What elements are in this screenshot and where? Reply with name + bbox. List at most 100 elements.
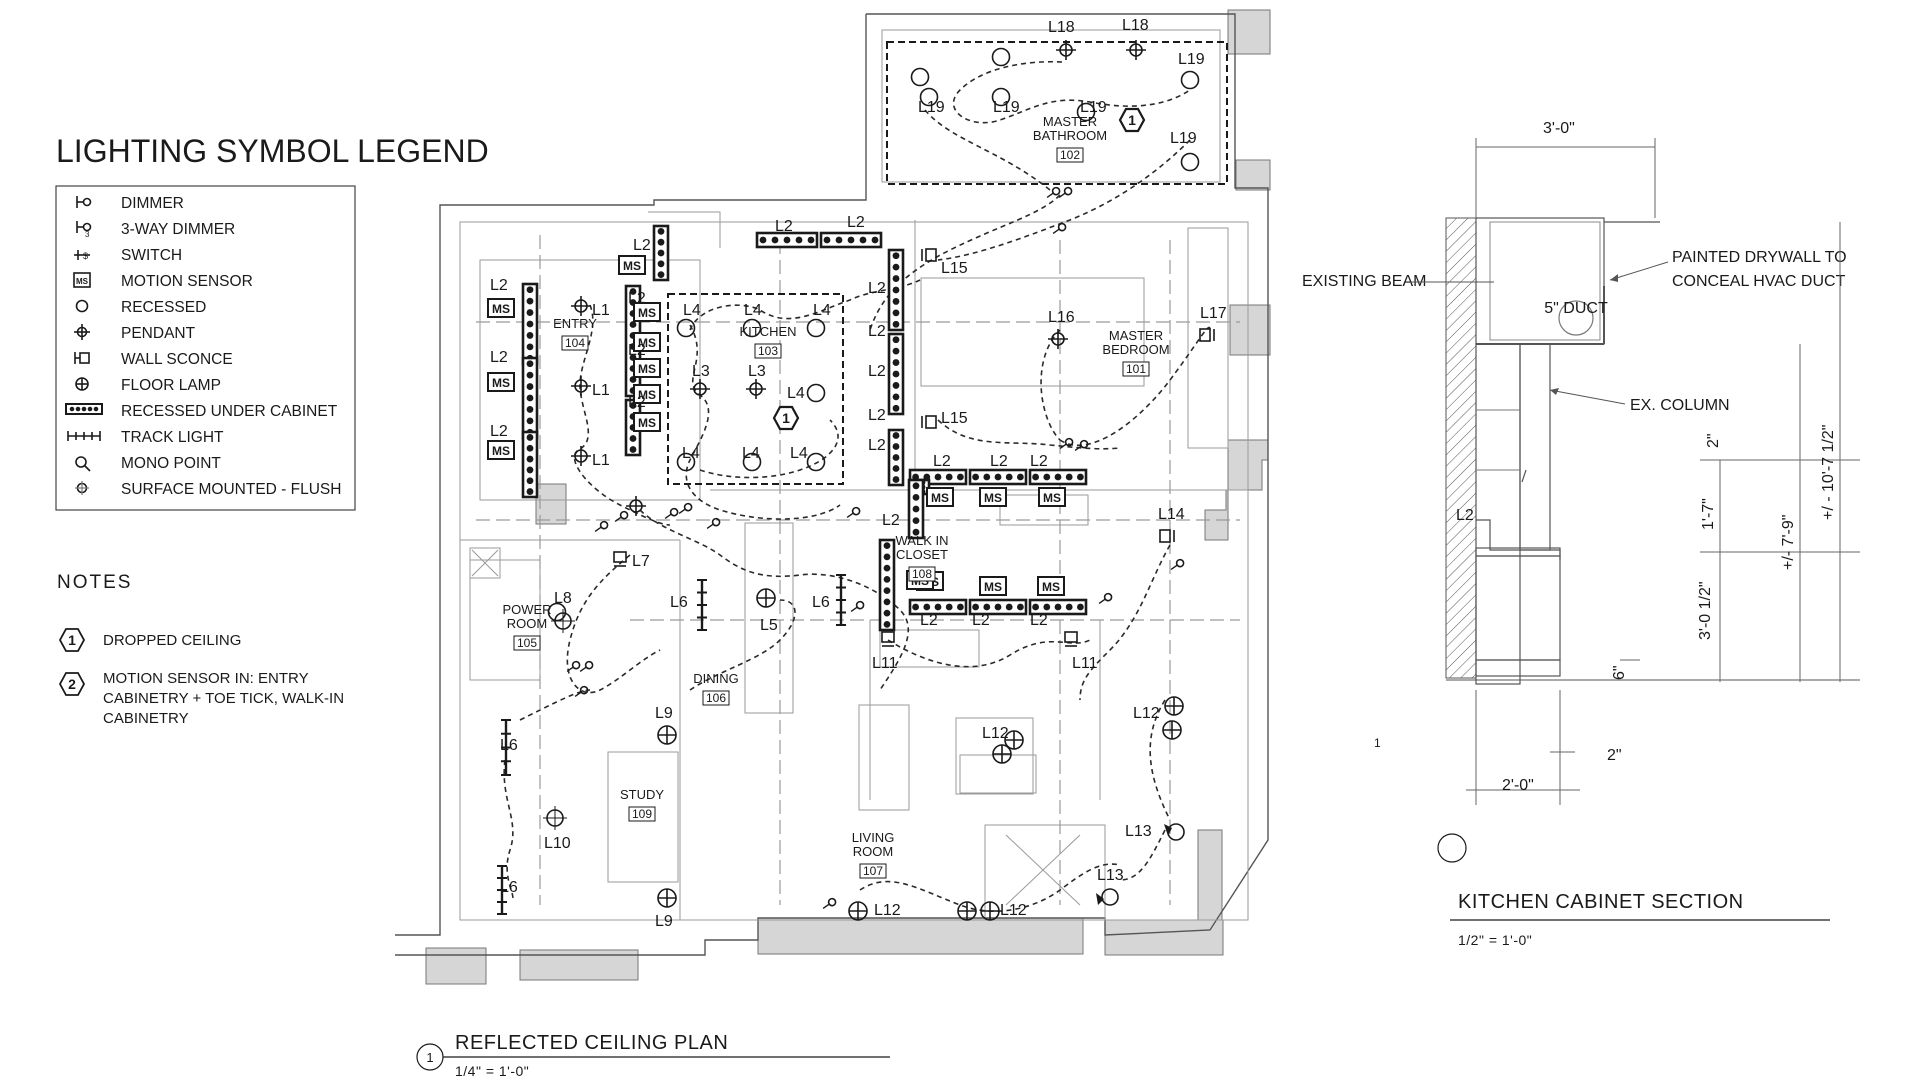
dim-3-0-half: 3'-0 1/2" — [1697, 581, 1714, 640]
floor-lamp-fixtures — [657, 588, 1184, 921]
notes: NOTES 1 DROPPED CEILING 2 MOTION SENSOR … — [57, 572, 344, 727]
room-label: DINING 106 — [693, 671, 739, 706]
floor-lamp-icon — [1004, 730, 1024, 750]
fixture-tag: L4 — [787, 385, 805, 402]
fixture-tag: L6 — [500, 737, 518, 754]
room-number-box — [513, 635, 541, 651]
ex-column — [1475, 343, 1521, 685]
dimmer-icon — [846, 506, 861, 519]
track-light-fixtures — [497, 574, 846, 915]
svg-text:MS: MS — [76, 277, 89, 286]
room-number-box — [1056, 147, 1084, 163]
countertop — [1475, 547, 1561, 557]
pendant-icon — [1126, 40, 1146, 60]
room-number: 104 — [565, 336, 585, 350]
recessed-under-cabinet-icon — [908, 598, 968, 616]
svg-text:MS: MS — [931, 491, 949, 505]
section-wall — [1445, 217, 1477, 679]
existing-beam-label: EXISTING BEAM — [1302, 273, 1426, 290]
legend-label: MOTION SENSOR — [121, 273, 253, 290]
legend-label: PENDANT — [121, 325, 196, 342]
ex-column-label: EX. COLUMN — [1630, 397, 1730, 414]
note-1: 1 DROPPED CEILING — [58, 628, 241, 652]
fixture-tag: L3 — [692, 363, 710, 380]
recessed-icon — [75, 299, 89, 313]
legend-label: TRACK LIGHT — [121, 429, 224, 446]
fixture-tag: L15 — [941, 260, 968, 277]
dimmer-icon — [1074, 439, 1089, 452]
fixture-tag: L17 — [1200, 305, 1227, 322]
drawing-title: 1 REFLECTED CEILING PLAN 1/4" = 1'-0" — [416, 1032, 890, 1079]
fixture-tag: L2 — [775, 218, 793, 235]
dropped-ceiling-marker-icon — [772, 405, 800, 431]
dimmer-icon — [76, 196, 92, 208]
circuit-wiring — [503, 60, 1211, 912]
fixture-tag: L6 — [670, 594, 688, 611]
fixture-tag: L2 — [882, 512, 900, 529]
legend-label: RECESSED — [121, 299, 206, 316]
fixture-tag: L2 — [847, 214, 865, 231]
motion-sensor-icon: MS — [487, 440, 515, 460]
room-number: 102 — [1060, 148, 1080, 162]
fixture-tag: L2 — [868, 437, 886, 454]
fixture-tag: L6 — [812, 594, 830, 611]
recessed-icon — [991, 47, 1011, 67]
room-name: DINING — [693, 671, 739, 686]
wall-sconce-fixtures — [613, 248, 1215, 647]
svg-text:MS: MS — [492, 444, 510, 458]
legend-label: DIMMER — [121, 195, 184, 212]
fixture-tag: L2 — [868, 407, 886, 424]
fixture-tag: L9 — [655, 705, 673, 722]
fixture-tag: L1 — [592, 382, 610, 399]
legend-label: SURFACE MOUNTED - FLUSH — [121, 481, 341, 498]
walls — [395, 13, 1269, 956]
room-name: ENTRY — [553, 316, 597, 331]
wall-sconce-icon — [1159, 529, 1175, 543]
fixture-tag: L4 — [742, 445, 760, 462]
kitchen-cabinet-section: 5" DUCT L2 EXISTING BEAM PAINTED DRYWALL… — [1302, 120, 1860, 948]
fixture-tag: L12 — [874, 902, 901, 919]
fixture-tag: L2 — [628, 394, 646, 411]
svg-text:1: 1 — [782, 410, 790, 426]
recessed-icon — [806, 383, 826, 403]
section-scale: 1/2" = 1'-0" — [1458, 932, 1532, 948]
dropped-ceiling-kitchen — [667, 293, 844, 485]
dimmer-icon — [1059, 437, 1074, 450]
svg-text:MS: MS — [1042, 580, 1060, 594]
floor-lamp-icon — [848, 901, 868, 921]
dimmer-icon — [566, 660, 581, 673]
motion-sensor-icon: MS — [633, 302, 661, 322]
room-number: 101 — [1126, 362, 1146, 376]
recessed-under-cabinet-icon — [652, 224, 670, 282]
fixture-tag: L2 — [972, 612, 990, 629]
wall-sconce-icon — [921, 415, 937, 429]
fixture-tag: L19 — [1178, 51, 1205, 68]
switch-icon: $ — [74, 250, 90, 261]
fixture-tag: L2 — [1030, 612, 1048, 629]
recessed-under-cabinet-icon — [907, 478, 925, 540]
fixture-tag: L8 — [554, 590, 572, 607]
fixture-tag: L2 — [868, 323, 886, 340]
existing-beam — [1475, 217, 1605, 345]
room-name: STUDY — [620, 787, 664, 802]
fixture-tag: L16 — [1048, 309, 1075, 326]
fixture-tag: L2 — [490, 277, 508, 294]
dimmer-icon — [614, 510, 629, 523]
recessed-under-cabinet-icon — [819, 231, 883, 249]
dim-6: 6" — [1611, 665, 1628, 680]
pendant-icon — [74, 324, 90, 340]
svg-text:MS: MS — [638, 388, 656, 402]
fixture-tag: L12 — [982, 725, 1009, 742]
upper-cabinet — [1519, 343, 1551, 551]
dimmer-icon — [850, 600, 865, 613]
recessed-icon — [742, 452, 762, 472]
fixture-tag: L7 — [632, 553, 650, 570]
dimmer-icon — [574, 685, 589, 698]
room-number: 106 — [706, 691, 726, 705]
motion-sensor-icon: MS — [633, 412, 661, 432]
dimmer-icon — [1098, 592, 1113, 605]
fixture-tag: L18 — [1122, 17, 1149, 34]
track-light-icon — [836, 574, 846, 626]
